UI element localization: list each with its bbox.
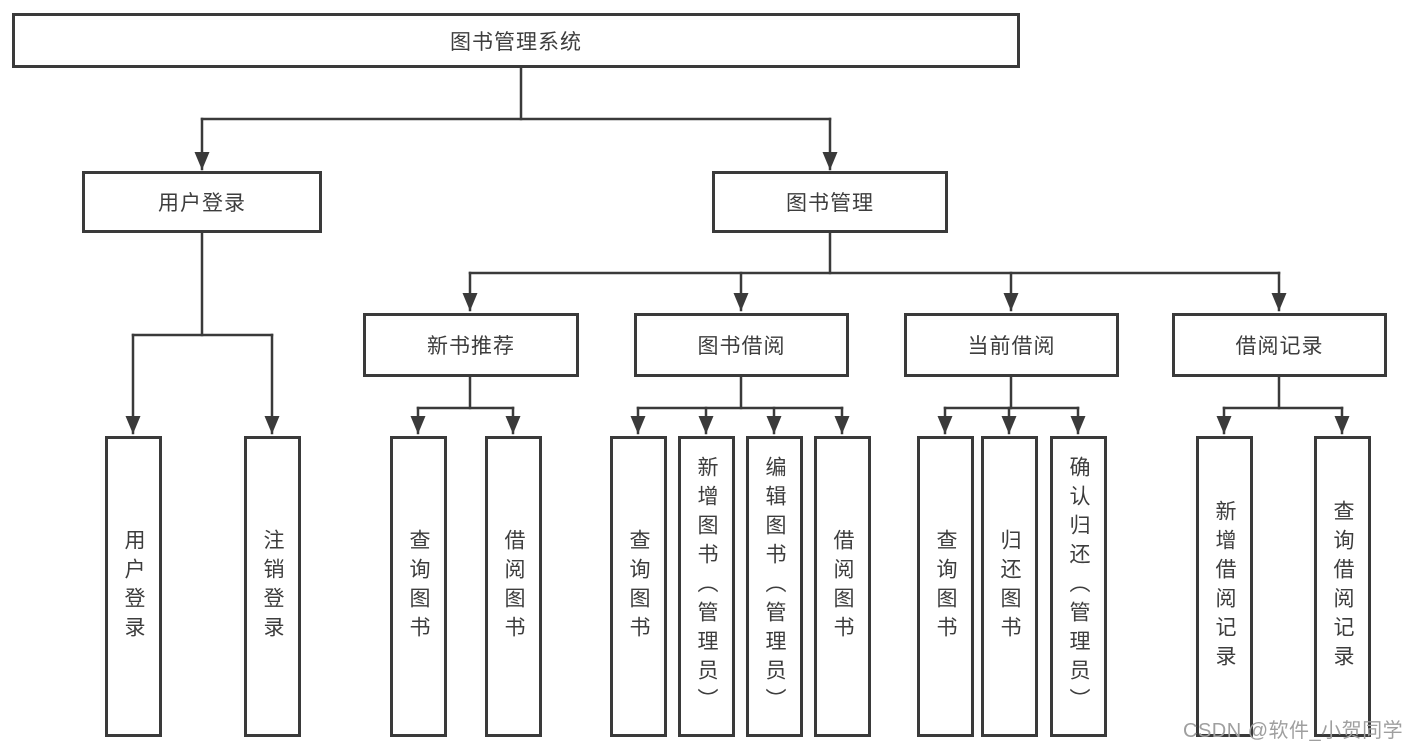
leaf-query-books-borrow: 查询图书 [610, 436, 667, 737]
node-book-borrow: 图书借阅 [634, 313, 849, 377]
csdn-watermark: CSDN @软件_小贺同学 [1183, 720, 1404, 742]
node-label: 用户登录 [122, 528, 145, 645]
node-label: 图书管理 [786, 192, 874, 215]
node-label: 注销登录 [261, 528, 284, 645]
leaf-add-books-admin: 新增图书（管理员） [678, 436, 735, 737]
node-label: 新增借阅记录 [1213, 499, 1236, 674]
node-label: 借阅记录 [1235, 335, 1324, 358]
leaf-query-books-current: 查询图书 [917, 436, 974, 737]
node-label: 查询图书 [627, 528, 650, 645]
leaf-add-borrow-record: 新增借阅记录 [1196, 436, 1253, 737]
leaf-query-books-recommend: 查询图书 [390, 436, 447, 737]
node-label: 图书管理系统 [450, 30, 582, 54]
leaf-return-books: 归还图书 [981, 436, 1038, 737]
node-user-login: 用户登录 [82, 171, 322, 233]
leaf-logout: 注销登录 [244, 436, 301, 737]
node-new-book-recommend: 新书推荐 [363, 313, 579, 377]
node-library-management-system: 图书管理系统 [12, 13, 1020, 68]
leaf-borrow-books-recommend: 借阅图书 [485, 436, 542, 737]
node-label: 当前借阅 [967, 335, 1056, 358]
leaf-confirm-return-admin: 确认归还（管理员） [1050, 436, 1107, 737]
node-book-management: 图书管理 [712, 171, 948, 233]
node-current-borrow: 当前借阅 [904, 313, 1119, 377]
node-label: 新增图书（管理员） [695, 456, 718, 717]
node-borrow-records: 借阅记录 [1172, 313, 1387, 377]
node-label: 查询图书 [934, 528, 957, 645]
node-label: 图书借阅 [697, 335, 786, 358]
node-label: 借阅图书 [502, 528, 525, 645]
node-label: 查询图书 [407, 528, 430, 645]
leaf-query-borrow-record: 查询借阅记录 [1314, 436, 1371, 737]
leaf-edit-books-admin: 编辑图书（管理员） [746, 436, 803, 737]
node-label: 归还图书 [998, 528, 1021, 645]
node-label: 新书推荐 [427, 335, 515, 358]
node-label: 借阅图书 [831, 528, 854, 645]
leaf-borrow-books: 借阅图书 [814, 436, 871, 737]
node-label: 用户登录 [158, 192, 246, 215]
node-label: 确认归还（管理员） [1067, 456, 1090, 717]
node-label: 查询借阅记录 [1331, 499, 1354, 674]
node-label: 编辑图书（管理员） [763, 456, 786, 717]
leaf-user-login: 用户登录 [105, 436, 162, 737]
